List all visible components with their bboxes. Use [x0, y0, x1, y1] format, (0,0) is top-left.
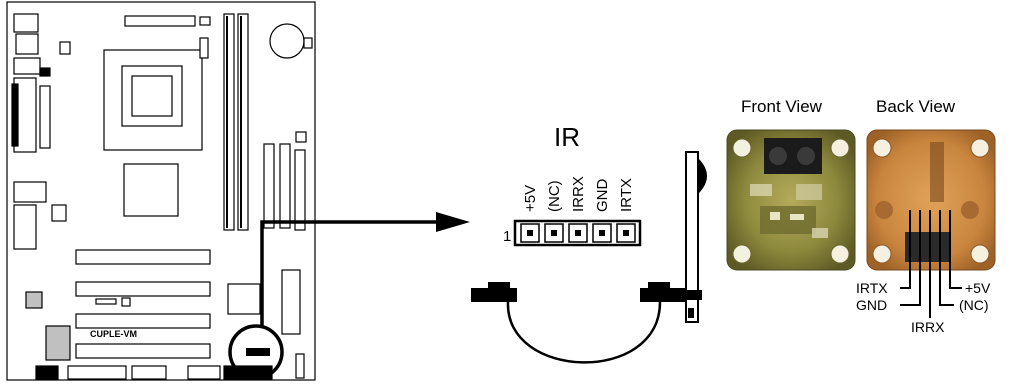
back-pin-5v: +5V [965, 280, 991, 296]
ide-2 [279, 143, 291, 229]
leader-arrow [260, 220, 440, 326]
ir-title: IR [554, 122, 580, 152]
gray-block-2 [45, 325, 71, 361]
io-header [39, 85, 51, 149]
front-view-module [726, 129, 856, 271]
cable-plug-right [640, 288, 690, 302]
small-jumper [295, 131, 307, 143]
io-audio [13, 204, 37, 250]
back-view-label: Back View [876, 97, 956, 116]
io-serial-edge [11, 83, 19, 147]
fan-header [59, 41, 71, 55]
back-pin-irtx: IRTX [856, 280, 888, 296]
pci-slot-2 [75, 281, 211, 297]
pin-label-2: (NC) [546, 180, 563, 212]
back-pin-nc: (NC) [959, 297, 989, 313]
bottom-header-1 [67, 365, 127, 380]
back-pin-irrx: IRRX [911, 319, 945, 335]
top-connector [124, 15, 196, 27]
front-view-label: Front View [741, 97, 823, 116]
super-io [227, 283, 261, 315]
pin-label-1: +5V [522, 185, 539, 212]
cpu-die [131, 75, 173, 117]
io-jack [51, 204, 67, 222]
bottom-grid [35, 365, 59, 380]
back-view-module [866, 129, 996, 271]
io-ps2 [13, 13, 39, 33]
io-small-jack [39, 67, 51, 77]
io-port [13, 57, 41, 75]
pin-label-4: GND [594, 179, 611, 213]
pci-slot-4 [75, 343, 211, 359]
battery-jumper [303, 37, 313, 49]
bottom-header-3 [187, 365, 221, 380]
ir-lens [698, 158, 707, 194]
small-chip [95, 298, 117, 305]
pin-label-5: IRTX [618, 178, 635, 212]
ir-pin-header [513, 219, 642, 247]
chipset [123, 163, 179, 217]
bottom-header-2 [131, 365, 167, 380]
socket-lever [199, 37, 209, 59]
dimm-slot-1 [223, 13, 235, 231]
arrowhead [436, 212, 470, 232]
ide-1 [263, 143, 275, 229]
dimm-slot-2 [237, 13, 249, 231]
bios-socket [281, 269, 301, 335]
small-jumper-2 [121, 297, 131, 307]
highlight-circle [228, 324, 284, 380]
cable-wire [506, 301, 662, 364]
io-vga [13, 181, 47, 203]
top-jumper [199, 16, 211, 26]
back-pin-wires [900, 210, 962, 318]
motherboard [6, 1, 316, 381]
ir-header-on-board [228, 324, 284, 380]
cable-assembly [471, 151, 707, 364]
cable-plug-left [471, 288, 517, 302]
gray-block-1 [25, 291, 43, 309]
floppy [294, 149, 306, 231]
back-pin-gnd: GND [856, 297, 887, 313]
pin-1-label: 1 [503, 228, 511, 245]
battery [269, 23, 305, 59]
pci-slot-1 [75, 249, 211, 265]
side-jumper [295, 353, 305, 379]
io-usb [15, 33, 39, 55]
pin-label-3: IRRX [570, 176, 587, 212]
back-header [905, 232, 949, 262]
board-model-label: CUPLE-VM [90, 329, 137, 339]
pci-slot-3 [75, 313, 211, 329]
